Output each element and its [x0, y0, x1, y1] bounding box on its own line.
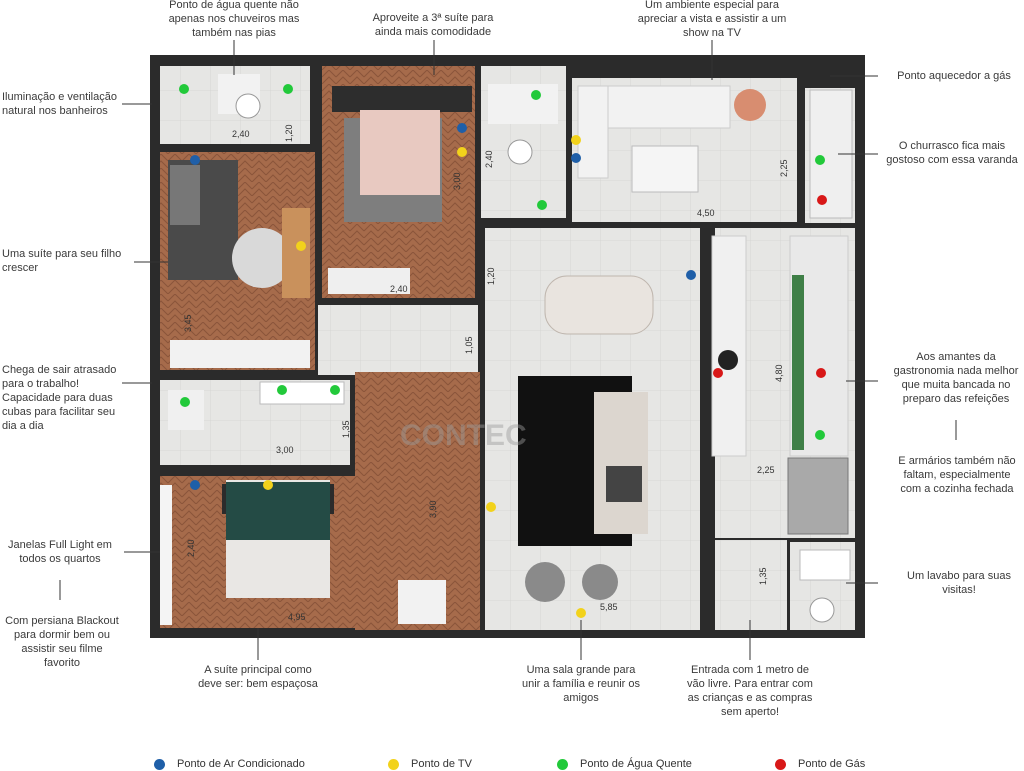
suite3-bed — [360, 110, 440, 195]
hot-water-points — [179, 84, 825, 440]
callout-third-suite: Aproveite a 3ª suíte para ainda mais com… — [372, 12, 494, 38]
dim-4-80: 4,80 — [774, 364, 784, 382]
legend-tv: Ponto de TV — [388, 758, 472, 770]
ac-points — [190, 123, 696, 490]
kitchen-counter-left — [711, 235, 747, 457]
leader-lines — [59, 40, 957, 660]
hall-floor — [318, 305, 478, 375]
callout-barbecue: O churrasco fica mais gostoso com essa v… — [886, 140, 1018, 166]
dim-3-90: 3,90 — [428, 500, 438, 518]
callout-gas-heater: Ponto aquecedor a gás — [897, 70, 1011, 82]
dim-5-85: 5,85 — [600, 602, 618, 612]
child-desk — [282, 208, 310, 298]
living-sofa — [594, 392, 648, 534]
top-coffee-table — [631, 145, 699, 193]
master-curtain — [160, 485, 172, 625]
callout-full-light: Janelas Full Light em todos os quartos — [8, 539, 112, 565]
callout-late-for-work: Chega de sair atrasado para o trabalho! … — [2, 364, 117, 432]
legend-label: Ponto de TV — [411, 758, 472, 770]
tv-dot-icon — [388, 758, 399, 770]
child-wardrobe — [170, 340, 310, 368]
legend-gas: Ponto de Gás — [775, 758, 865, 770]
dim-1-35-bath: 1,35 — [341, 420, 351, 438]
callout-powder-room: Um lavabo para suas visitas! — [907, 570, 1011, 596]
dim-1-05: 1,05 — [464, 336, 474, 354]
callout-special-environment: Um ambiente especial para apreciar a vis… — [637, 0, 787, 39]
tv-points — [263, 135, 586, 618]
dim-3-00-suite3: 3,00 — [452, 172, 462, 190]
dim-2-40-bath: 2,40 — [484, 150, 494, 168]
dim-2-40-suite3: 2,40 — [390, 284, 408, 294]
dining-table — [544, 275, 654, 335]
fridge — [787, 457, 849, 535]
callout-gastronomy: Aos amantes da gastronomia nada melhor q… — [893, 351, 1019, 405]
gas-dot-icon — [775, 758, 786, 770]
dim-1-20-top: 1,20 — [284, 124, 294, 142]
suite3-wardrobe — [328, 268, 410, 294]
legend-label: Ponto de Água Quente — [580, 758, 692, 770]
dim-2-40-master: 2,40 — [186, 539, 196, 557]
dim-4-50: 4,50 — [697, 208, 715, 218]
armchair-2 — [582, 564, 618, 600]
hot-water-dot-icon — [557, 758, 568, 770]
legend-hot-water: Ponto de Água Quente — [557, 758, 692, 770]
dim-1-20-mid: 1,20 — [486, 267, 496, 285]
dim-3-45: 3,45 — [183, 314, 193, 332]
legend-ac: Ponto de Ar Condicionado — [154, 758, 305, 770]
armchair-1 — [525, 562, 565, 602]
top-plant — [734, 89, 766, 121]
entry-floor — [715, 540, 787, 630]
master-wardrobe — [398, 580, 446, 624]
callout-hot-water: Ponto de água quente não apenas nos chuv… — [168, 0, 300, 39]
dim-3-00-bath: 3,00 — [276, 445, 294, 455]
watermark: CONTEC — [400, 419, 527, 452]
legend-label: Ponto de Ar Condicionado — [177, 758, 305, 770]
callout-entrance: Entrada com 1 metro de vão livre. Para e… — [687, 664, 813, 718]
ac-dot-icon — [154, 758, 165, 770]
dim-2-25-balcony: 2,25 — [779, 159, 789, 177]
child-rug — [232, 228, 292, 288]
dim-2-25-kitchen: 2,25 — [757, 465, 775, 475]
suite3-bed-head — [332, 86, 472, 112]
callout-child-suite: Uma suíte para seu filho crescer — [2, 248, 122, 274]
dim-1-35-lavabo: 1,35 — [758, 567, 768, 585]
callout-cabinets: E armários também não faltam, especialme… — [898, 455, 1016, 495]
callout-big-room: Uma sala grande para unir a família e re… — [522, 664, 640, 704]
dim-4-95: 4,95 — [288, 612, 306, 622]
legend-label: Ponto de Gás — [798, 758, 866, 770]
dim-2-40-top: 2,40 — [232, 129, 250, 139]
callout-blackout: Com persiana Blackout para dormir bem ou… — [5, 615, 119, 669]
gas-points — [713, 195, 827, 378]
callout-master-suite: A suíte principal como deve ser: bem esp… — [198, 664, 318, 690]
callout-bathroom-lighting: Iluminação e ventilação natural nos banh… — [2, 91, 117, 117]
